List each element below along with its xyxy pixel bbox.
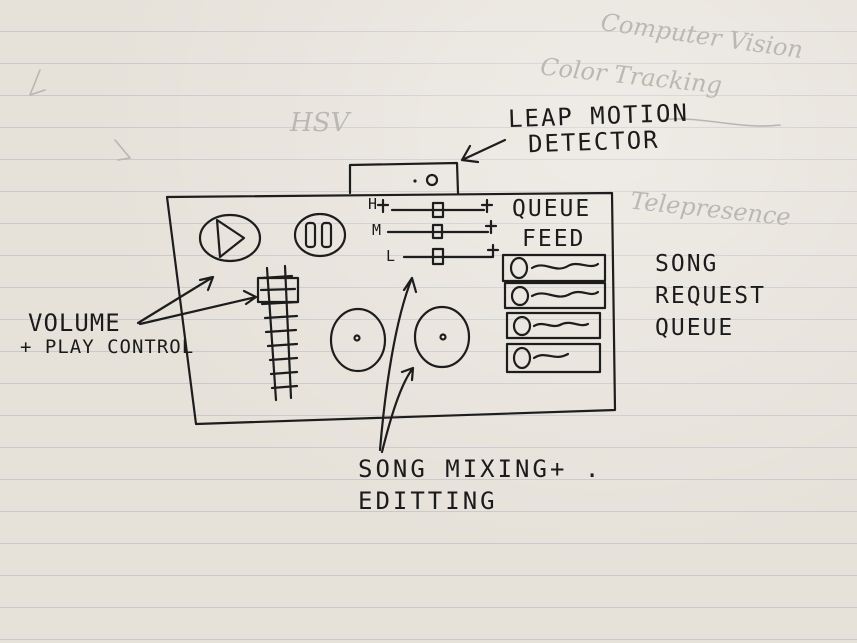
- volume-label: VOLUME: [28, 309, 121, 337]
- bleed-through-arrow: [114, 139, 131, 161]
- volume-arrow-bottom: [138, 289, 258, 326]
- pause-button-sketch: [293, 212, 347, 258]
- song-request-label: REQUEST: [655, 283, 766, 309]
- pause-bar-left: [304, 221, 317, 249]
- leap-motion-detector: [348, 161, 460, 195]
- bleed-through-text: HSV: [290, 108, 350, 138]
- song-request-label: QUEUE: [655, 315, 735, 341]
- song-request-label: SONG: [655, 251, 719, 277]
- mixing-label: SONG MIXING+ .: [358, 455, 603, 483]
- leap-motion-label: DETECTOR: [527, 125, 661, 159]
- eq-label-mid: M: [372, 221, 382, 239]
- eq-sliders: [376, 198, 500, 266]
- volume-arrow-top: [136, 275, 215, 325]
- leap-motion-lens: [425, 173, 439, 187]
- bleed-through-arrow: [29, 69, 46, 96]
- queue-feed-label: QUEUE: [512, 196, 592, 222]
- console-outline: [165, 191, 617, 426]
- volume-label: + PLAY CONTROL: [20, 336, 195, 358]
- mixing-label: EDITTING: [358, 487, 498, 515]
- mixing-arrow-decks: [380, 366, 415, 454]
- queue-items: [501, 253, 607, 374]
- bleed-through-stroke: [659, 118, 781, 127]
- play-button-sketch: [198, 213, 262, 263]
- leap-arrow: [460, 138, 507, 164]
- eq-label-high: H: [368, 195, 378, 213]
- eq-label-low: L: [386, 247, 396, 265]
- turntables: [329, 305, 471, 373]
- queue-feed-label: FEED: [522, 226, 586, 252]
- play-icon: [215, 218, 246, 259]
- volume-fader: [256, 264, 300, 402]
- mixing-arrow-eq: [378, 276, 418, 452]
- pause-bar-right: [320, 221, 333, 249]
